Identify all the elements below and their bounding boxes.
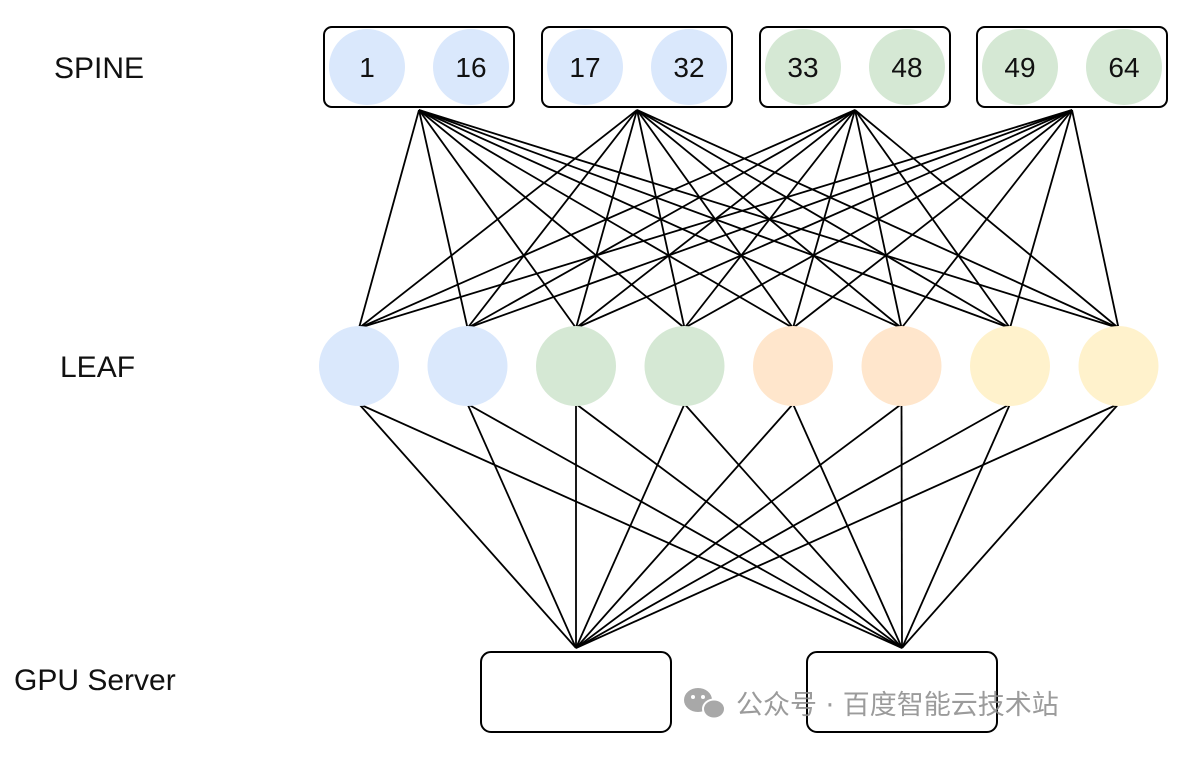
gpu-servers xyxy=(480,651,998,733)
spine-leaf-link xyxy=(684,109,1073,329)
spine-switch-node xyxy=(651,29,727,105)
leaf-gpu-link xyxy=(901,403,1011,649)
spine-switch-label: 32 xyxy=(673,52,704,83)
leaf-switch-1[interactable] xyxy=(319,326,399,406)
leaf-switch-4[interactable] xyxy=(644,326,725,406)
spine-switch-label: 1 xyxy=(359,52,375,83)
spine-group-4[interactable]: 49 64 xyxy=(976,26,1168,108)
spine-leaf-link xyxy=(1009,109,1073,329)
spine-switch-node xyxy=(869,29,945,105)
spine-leaf-link xyxy=(900,109,1073,329)
spine-group-3[interactable]: 33 48 xyxy=(759,26,951,108)
leaf-gpu-link xyxy=(575,403,1011,649)
spine-switch-node xyxy=(433,29,509,105)
spine-switch-label: 16 xyxy=(455,52,486,83)
watermark: 公众号 · 百度智能云技术站 xyxy=(684,688,1059,721)
leaf-switch-8[interactable] xyxy=(1078,326,1159,406)
leaf-gpu-link xyxy=(575,403,903,649)
spine-leaf-link xyxy=(418,109,469,329)
spine-leaf-link xyxy=(575,109,1073,329)
leaf-gpu-links xyxy=(358,403,1120,649)
spine-switch-node xyxy=(765,29,841,105)
spine-leaf-link xyxy=(358,109,1073,329)
spine-switch-label: 49 xyxy=(1004,52,1035,83)
spine-switch-label: 33 xyxy=(787,52,818,83)
leaf-gpu-link xyxy=(575,403,686,649)
leaf-gpu-link xyxy=(900,403,903,649)
spine-switch-label: 64 xyxy=(1108,52,1139,83)
spine-switch-label: 48 xyxy=(891,52,922,83)
spine-group-1[interactable]: 1 16 xyxy=(323,26,515,108)
leaf-gpu-link xyxy=(901,403,1120,649)
leaf-gpu-link xyxy=(575,403,794,649)
spine-leaf-link xyxy=(1071,109,1120,329)
gpu-tier-label: GPU Server xyxy=(14,664,176,697)
leaf-switches xyxy=(319,326,1159,406)
leaf-gpu-link xyxy=(466,403,577,649)
leaf-switch-3[interactable] xyxy=(536,326,616,406)
spine-leaf-link xyxy=(358,109,420,329)
leaf-switch-5[interactable] xyxy=(753,326,833,406)
spine-leaf-link xyxy=(467,109,856,329)
leaf-switch-6[interactable] xyxy=(861,326,942,406)
gpu-server-2[interactable] xyxy=(806,651,998,733)
wechat-icon xyxy=(684,688,726,720)
spine-leaf-link xyxy=(466,109,638,329)
leaf-gpu-link xyxy=(575,403,1119,649)
spine-switch-node xyxy=(982,29,1058,105)
spine-switch-node xyxy=(329,29,405,105)
spine-leaf-links xyxy=(358,109,1120,329)
leaf-gpu-link xyxy=(358,403,577,649)
spine-leaf-link xyxy=(792,109,1073,329)
spine-leaf-link xyxy=(467,109,1073,329)
spine-switch-node xyxy=(547,29,623,105)
gpu-server-1[interactable] xyxy=(480,651,672,733)
watermark-text: 公众号 · 百度智能云技术站 xyxy=(736,690,1059,721)
leaf-switch-2[interactable] xyxy=(427,326,508,406)
leaf-switch-7[interactable] xyxy=(970,326,1050,406)
spine-switch-node xyxy=(1086,29,1162,105)
spine-switch-label: 17 xyxy=(569,52,600,83)
spine-tier-label: SPINE xyxy=(54,52,144,85)
leaf-tier-label: LEAF xyxy=(60,351,135,384)
spine-leaf-link xyxy=(358,109,638,329)
spine-leaf-link xyxy=(358,109,856,329)
